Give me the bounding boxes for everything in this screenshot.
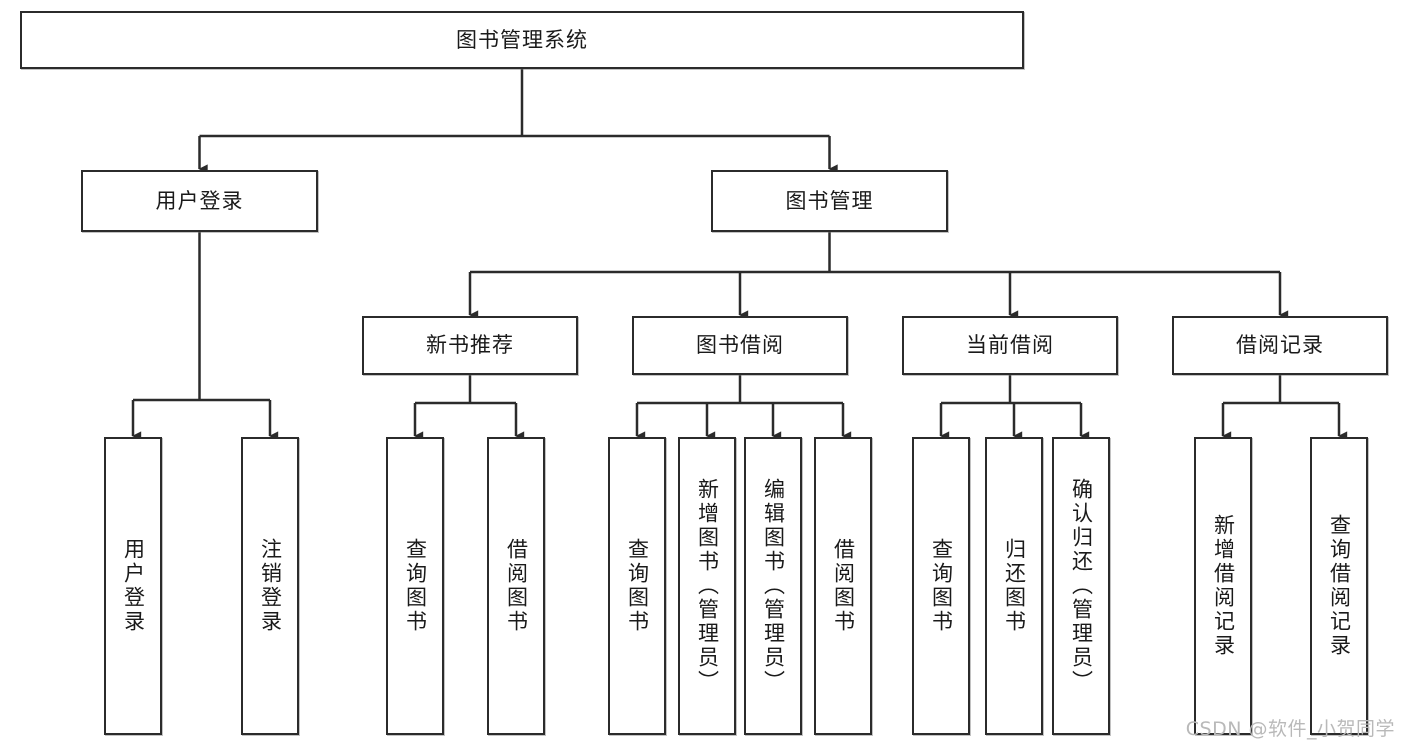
node-label: 借阅图书 (504, 538, 529, 634)
node-leaf-add-rec[interactable]: 新增借阅记录 (1194, 437, 1252, 735)
node-leaf-query-1[interactable]: 查询图书 (386, 437, 444, 735)
node-label: 编辑图书（管理员） (761, 478, 786, 694)
node-current-borrow[interactable]: 当前借阅 (902, 316, 1118, 375)
node-label: 借阅记录 (1236, 333, 1324, 358)
node-leaf-add-book[interactable]: 新增图书（管理员） (678, 437, 736, 735)
node-label: 用户登录 (155, 188, 244, 213)
node-label: 新书推荐 (426, 333, 514, 358)
node-leaf-confirm[interactable]: 确认归还（管理员） (1052, 437, 1110, 735)
node-leaf-borrow-2[interactable]: 借阅图书 (814, 437, 872, 735)
node-label: 归还图书 (1002, 538, 1027, 634)
node-leaf-query-rec[interactable]: 查询借阅记录 (1310, 437, 1368, 735)
node-user-login[interactable]: 用户登录 (81, 170, 318, 232)
node-label: 图书管理系统 (456, 27, 588, 52)
node-leaf-query-2[interactable]: 查询图书 (608, 437, 666, 735)
node-label: 借阅图书 (831, 538, 856, 634)
node-label: 查询借阅记录 (1327, 514, 1352, 658)
node-leaf-return[interactable]: 归还图书 (985, 437, 1043, 735)
node-label: 查询图书 (929, 538, 954, 634)
node-label: 注销登录 (258, 538, 283, 634)
node-new-book-rec[interactable]: 新书推荐 (362, 316, 578, 375)
node-leaf-borrow-1[interactable]: 借阅图书 (487, 437, 545, 735)
node-book-borrow[interactable]: 图书借阅 (632, 316, 848, 375)
node-leaf-user-login[interactable]: 用户登录 (104, 437, 162, 735)
node-book-manage[interactable]: 图书管理 (711, 170, 948, 232)
node-root[interactable]: 图书管理系统 (20, 11, 1024, 69)
node-label: 用户登录 (121, 538, 146, 634)
node-label: 图书借阅 (696, 333, 784, 358)
node-leaf-query-3[interactable]: 查询图书 (912, 437, 970, 735)
node-label: 新增借阅记录 (1211, 514, 1236, 658)
node-label: 新增图书（管理员） (695, 478, 720, 694)
node-borrow-record[interactable]: 借阅记录 (1172, 316, 1388, 375)
node-label: 查询图书 (403, 538, 428, 634)
node-label: 确认归还（管理员） (1069, 478, 1094, 694)
node-label: 查询图书 (625, 538, 650, 634)
node-label: 图书管理 (785, 188, 874, 213)
node-leaf-logout[interactable]: 注销登录 (241, 437, 299, 735)
watermark: CSDN @软件_小贺同学 (1185, 718, 1395, 740)
node-label: 当前借阅 (966, 333, 1054, 358)
node-leaf-edit-book[interactable]: 编辑图书（管理员） (744, 437, 802, 735)
